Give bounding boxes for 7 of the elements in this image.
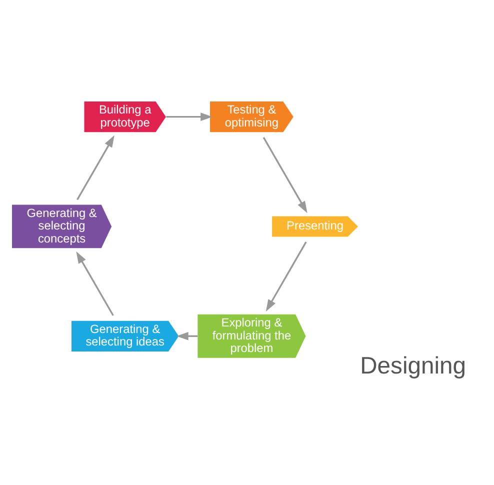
arrow [266,242,307,312]
arrow [76,135,114,200]
arrow [176,332,198,340]
arrow [76,251,114,316]
arrow [262,137,308,214]
arrow [166,112,213,121]
label: Designing [360,352,466,380]
